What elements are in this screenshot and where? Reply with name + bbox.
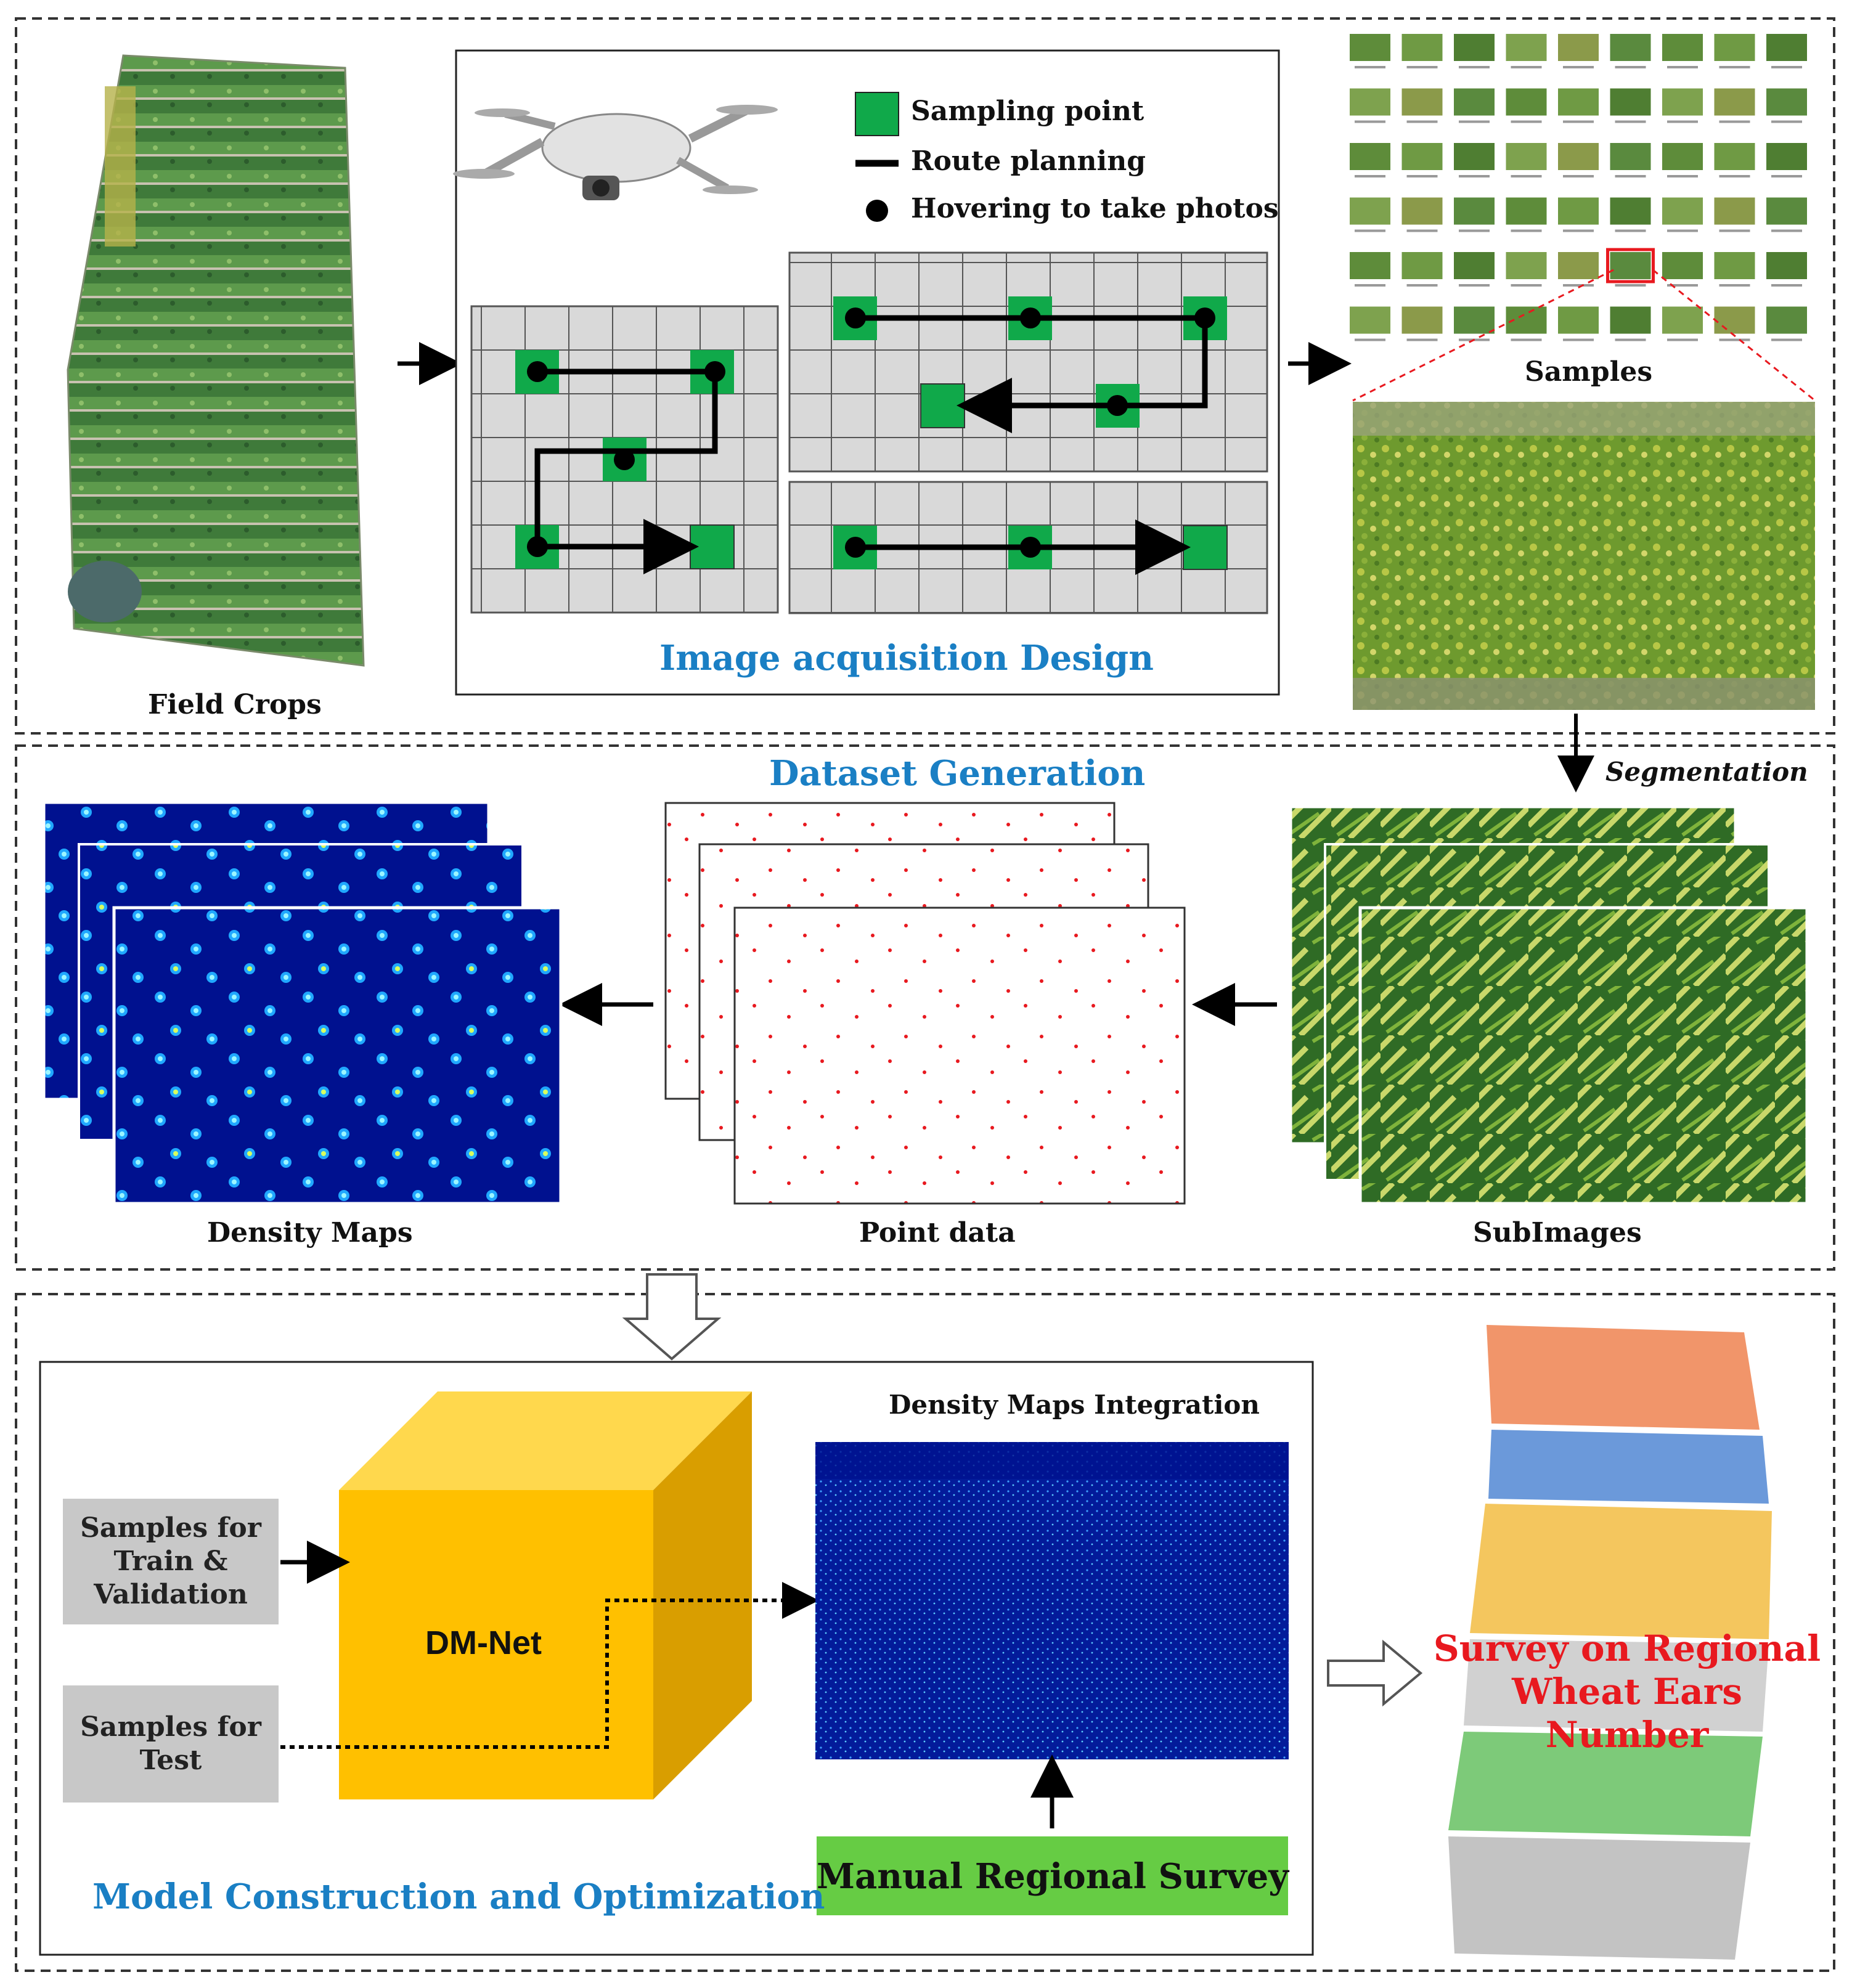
drone-icon [453,105,778,200]
sample-thumbnail [1766,197,1807,225]
sample-thumbnail [1506,252,1547,279]
sample-thumbnail [1401,34,1443,61]
integration-label: Density Maps Integration [889,1390,1260,1420]
legend-sampling-label: Sampling point [911,96,1144,127]
samples-thumbnail-grid [1350,34,1807,341]
test-samples-box: Samples for Test [63,1685,279,1803]
sample-thumbnail [1558,197,1599,225]
sample-thumbnail [1558,252,1599,279]
sample-thumbnail [1454,34,1495,61]
sample-thumbnail [1714,252,1755,279]
sample-thumbnail [1662,306,1703,334]
sample-thumbnail [1558,88,1599,116]
manual-survey-label: Manual Regional Survey [817,1856,1289,1897]
sample-thumbnail [1714,88,1755,116]
sample-zoom-image [1353,402,1815,710]
sample-thumbnail [1610,197,1651,225]
segmentation-label: Segmentation [1605,757,1808,787]
sample-thumbnail [1766,252,1807,279]
field-crops-label: Field Crops [148,689,322,720]
sample-thumbnail [1662,34,1703,61]
sample-thumbnail [1454,197,1495,225]
hollow-down-arrow [622,1273,722,1361]
subimages-stack [1290,806,1809,1205]
sample-thumbnail [1350,252,1390,279]
sample-thumbnail [1454,306,1495,334]
route-grid-b [788,251,1268,473]
bottom-panel-border [15,1293,1835,1972]
sample-thumbnail [1558,34,1599,61]
hollow-right-arrow [1327,1639,1423,1707]
sample-thumbnail [1506,143,1547,170]
test-dotted-route [280,1582,819,1749]
model-construction-title: Model Construction and Optimization [92,1876,825,1917]
sample-thumbnail [1401,143,1443,170]
sample-thumbnail [1506,34,1547,61]
legend-sampling-swatch [855,92,899,136]
sample-thumbnail [1714,197,1755,225]
dataset-generation-title: Dataset Generation [769,753,1146,794]
density-maps-stack [43,802,563,1205]
sample-thumbnail [1350,34,1390,61]
field-crops-image [67,54,365,667]
sample-thumbnail [1610,88,1651,116]
point-data-label: Point data [859,1217,1016,1249]
sample-thumbnail [1662,197,1703,225]
manual-survey-box [817,1836,1288,1915]
sample-thumbnail [1506,88,1547,116]
sample-thumbnail [1454,143,1495,170]
dm-net-cube [339,1391,752,1799]
sample-thumbnail [1610,143,1651,170]
sample-thumbnail [1454,88,1495,116]
sample-thumbnail [1662,252,1703,279]
sample-thumbnail [1401,197,1443,225]
train-validation-box: Samples for Train & Validation [63,1499,279,1624]
sample-thumbnail [1610,34,1651,61]
survey-result-label: Survey on Regional Wheat Ears Number [1433,1627,1821,1756]
acquisition-title: Image acquisition Design [659,638,1154,678]
legend-route-label: Route planning [911,145,1146,177]
regional-survey-map [1448,1325,1772,1960]
sample-thumbnail [1401,88,1443,116]
sample-thumbnail [1558,143,1599,170]
sample-thumbnail [1506,197,1547,225]
sample-thumbnail [1350,197,1390,225]
sample-thumbnail [1401,306,1443,334]
dm-net-label: DM-Net [425,1624,542,1661]
legend-hover-label: Hovering to take photos [911,193,1279,224]
selected-sample-highlight [1606,248,1655,283]
sample-thumbnail [1766,306,1807,334]
sample-thumbnail [1714,306,1755,334]
sample-thumbnail [1662,143,1703,170]
sample-thumbnail [1454,252,1495,279]
route-grid-c [788,481,1268,614]
zoom-line-right [1652,269,1816,402]
point-data-stack [664,802,1186,1205]
sample-thumbnail [1766,34,1807,61]
sample-thumbnail [1714,34,1755,61]
sample-thumbnail [1714,143,1755,170]
density-maps-label: Density Maps [207,1217,413,1249]
sample-thumbnail [1350,88,1390,116]
sample-thumbnail [1662,88,1703,116]
zoom-line-left [1352,269,1614,402]
integration-density-map [815,1442,1289,1759]
sample-thumbnail [1766,88,1807,116]
sample-thumbnail [1766,143,1807,170]
sample-thumbnail [1610,306,1651,334]
sample-thumbnail [1350,306,1390,334]
legend-hover-swatch [866,200,888,222]
sample-thumbnail [1558,306,1599,334]
sample-thumbnail [1401,252,1443,279]
samples-label: Samples [1525,356,1653,388]
route-grid-a [470,305,779,614]
subimages-label: SubImages [1473,1217,1642,1249]
sample-thumbnail [1350,143,1390,170]
sample-thumbnail [1610,252,1651,279]
